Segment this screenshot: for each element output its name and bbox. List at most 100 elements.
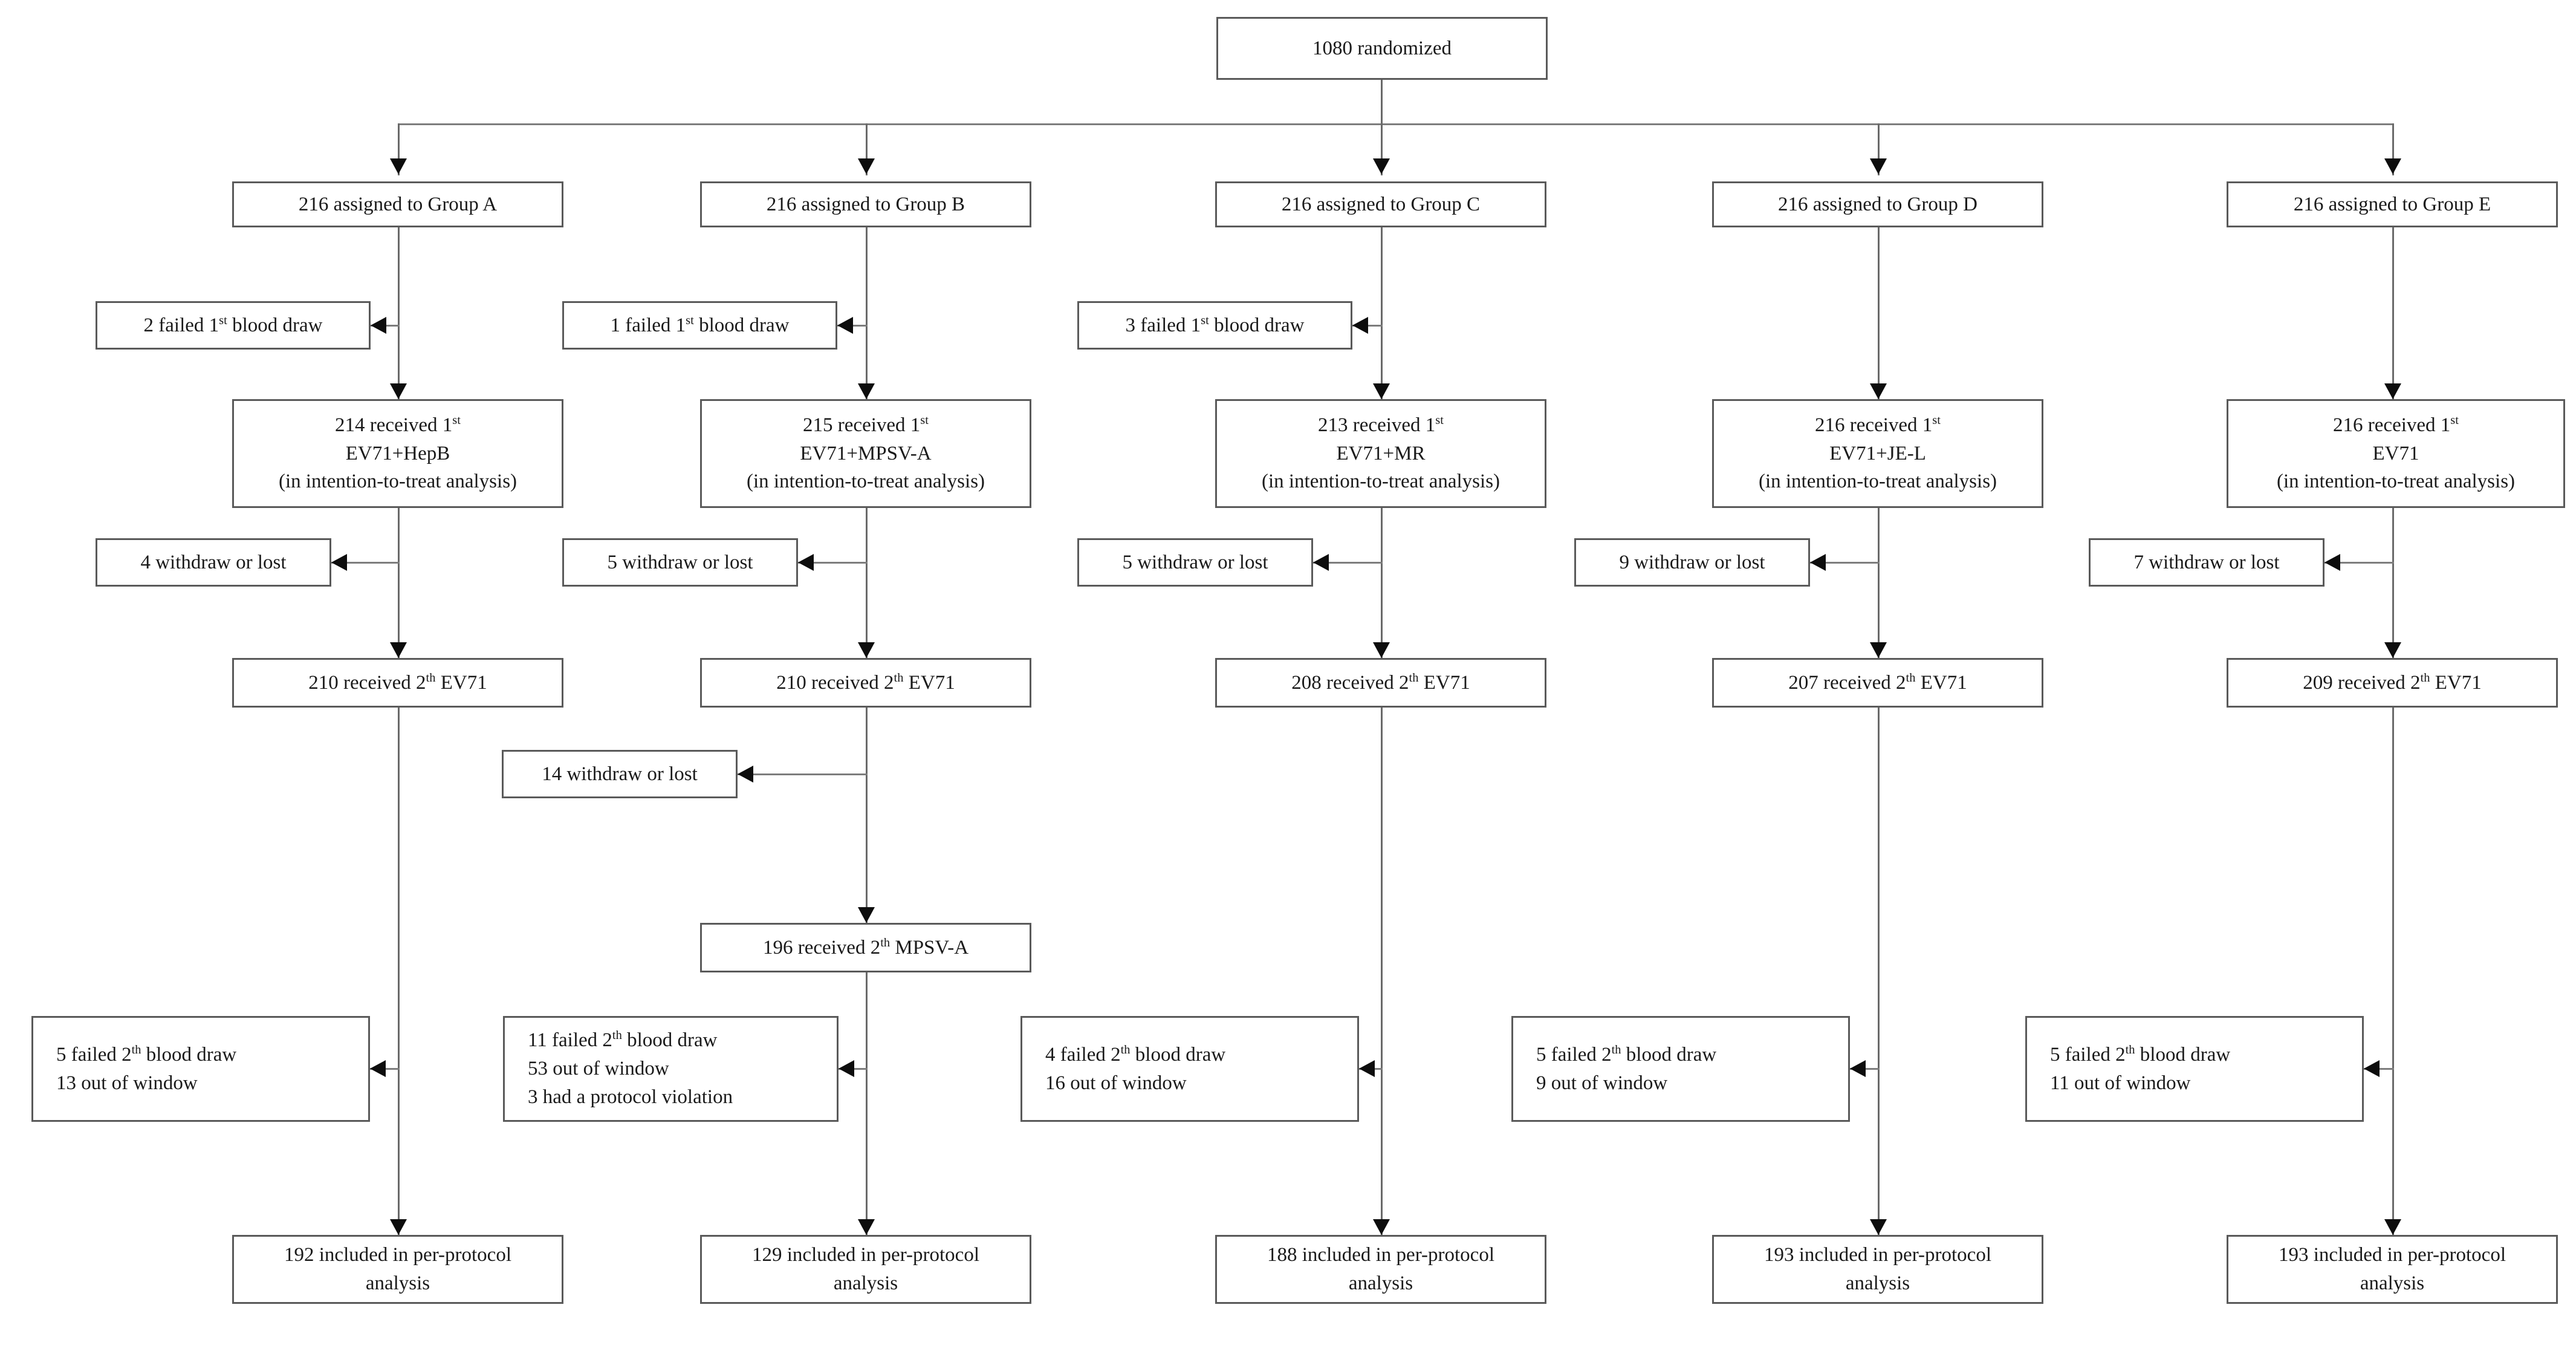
itt-box-A: 214 received 1st EV71+HepB (in intention…	[232, 399, 563, 508]
arrow-to-dose2b-B	[858, 907, 875, 923]
itt-line3-C: (in intention-to-treat analysis)	[1261, 470, 1501, 493]
randomized-box: 1080 randomized	[1216, 17, 1548, 80]
withdraw2-box-B: 14 withdraw or lost	[502, 750, 738, 798]
per-protocol-line1-E: 193 included in per-protocol	[2279, 1244, 2506, 1266]
assigned-box-D: 216 assigned to Group D	[1712, 181, 2043, 227]
itt-box-E: 216 received 1st EV71 (in intention-to-t…	[2227, 399, 2565, 508]
arrow-to-dose2-E	[2384, 642, 2401, 658]
arrow-to-itt-B	[858, 383, 875, 399]
spine-drop-B	[866, 123, 868, 175]
spine-E-1	[2392, 227, 2394, 399]
withdraw-label-D: 9 withdraw or lost	[1619, 551, 1765, 573]
assigned-box-E: 216 assigned to Group E	[2227, 181, 2558, 227]
arrow-to-assigned-B	[858, 158, 875, 174]
itt-line3-A: (in intention-to-treat analysis)	[278, 470, 517, 493]
second-dose-label-B: 210 received 2th EV71	[776, 671, 955, 694]
arrow-exclusions-B	[839, 1060, 854, 1077]
per-protocol-line2-D: analysis	[1845, 1272, 1910, 1294]
assigned-box-B: 216 assigned to Group B	[700, 181, 1031, 227]
second-dose-b-label-B: 196 received 2th MPSV-A	[762, 936, 969, 959]
withdraw-label-A: 4 withdraw or lost	[140, 551, 287, 573]
exclusion-line-C-2: 16 out of window	[1045, 1072, 1187, 1094]
per-protocol-line2-A: analysis	[365, 1272, 430, 1294]
withdraw-box-E: 7 withdraw or lost	[2089, 538, 2325, 587]
itt-box-C: 213 received 1st EV71+MR (in intention-t…	[1215, 399, 1546, 508]
per-protocol-line1-A: 192 included in per-protocol	[284, 1244, 511, 1266]
assigned-label-C: 216 assigned to Group C	[1281, 193, 1481, 215]
arrow-to-dose2-B	[858, 642, 875, 658]
exclusion-line-D-2: 9 out of window	[1536, 1072, 1668, 1094]
withdraw-label-B: 5 withdraw or lost	[607, 551, 753, 573]
withdraw-label-C: 5 withdraw or lost	[1122, 551, 1268, 573]
exclusions-box-D: 5 failed 2th blood draw 9 out of window	[1511, 1016, 1850, 1122]
failed-first-draw-label-A: 2 failed 1st blood draw	[143, 313, 323, 336]
itt-line1-E: 216 received 1st	[2333, 413, 2459, 436]
arrow-to-pp-E	[2384, 1219, 2401, 1235]
failed-first-draw-box-C: 3 failed 1st blood draw	[1077, 301, 1352, 350]
arrow-exclusions-E	[2364, 1060, 2380, 1077]
per-protocol-box-D: 193 included in per-protocol analysis	[1712, 1235, 2043, 1304]
exclusion-line-B-3: 3 had a protocol violation	[528, 1086, 733, 1108]
spine-A-4	[398, 708, 400, 1235]
withdraw-box-A: 4 withdraw or lost	[96, 538, 331, 587]
itt-box-B: 215 received 1st EV71+MPSV-A (in intenti…	[700, 399, 1031, 508]
itt-line3-D: (in intention-to-treat analysis)	[1758, 470, 1997, 493]
itt-line2-A: EV71+HepB	[345, 442, 450, 464]
exclusions-box-E: 5 failed 2th blood draw 11 out of window	[2025, 1016, 2364, 1122]
connector-withdraw2-B	[738, 773, 868, 775]
assigned-label-D: 216 assigned to Group D	[1778, 193, 1977, 215]
arrow-withdraw-E	[2325, 554, 2340, 571]
exclusion-line-E-2: 11 out of window	[2050, 1072, 2191, 1094]
spine-D-1	[1878, 227, 1880, 399]
spine-drop-A	[398, 123, 400, 175]
second-dose-label-D: 207 received 2th EV71	[1788, 671, 1967, 694]
spine-B-1	[866, 227, 868, 399]
arrow-exclusions-C	[1359, 1060, 1375, 1077]
distribution-bar	[398, 123, 2393, 125]
spine-C-1	[1381, 227, 1383, 399]
arrow-to-dose2-D	[1870, 642, 1887, 658]
second-dose-box-B: 210 received 2th EV71	[700, 658, 1031, 708]
failed-first-draw-label-C: 3 failed 1st blood draw	[1125, 313, 1305, 336]
arrow-to-dose2-A	[390, 642, 407, 658]
arrow-to-pp-A	[390, 1219, 407, 1235]
assigned-label-B: 216 assigned to Group B	[766, 193, 965, 215]
connector-withdraw-B	[798, 562, 868, 564]
arrow-withdraw-B	[798, 554, 814, 571]
spine-A-2	[398, 508, 400, 658]
arrow-exclusions-A	[370, 1060, 386, 1077]
itt-line1-C: 213 received 1st	[1318, 413, 1444, 436]
spine-D-4	[1878, 708, 1880, 1235]
randomized-label: 1080 randomized	[1312, 37, 1452, 59]
withdraw-box-C: 5 withdraw or lost	[1077, 538, 1313, 587]
arrow-failed-C	[1352, 317, 1368, 334]
second-dose-label-C: 208 received 2th EV71	[1291, 671, 1470, 694]
spine-B-2	[866, 508, 868, 658]
connector-withdraw-E	[2325, 562, 2394, 564]
failed-first-draw-box-B: 1 failed 1st blood draw	[562, 301, 837, 350]
arrow-to-assigned-C	[1373, 158, 1390, 174]
second-dose-label-A: 210 received 2th EV71	[308, 671, 487, 694]
per-protocol-box-E: 193 included in per-protocol analysis	[2227, 1235, 2558, 1304]
arrow-withdraw-C	[1313, 554, 1329, 571]
exclusions-box-B: 11 failed 2th blood draw 53 out of windo…	[503, 1016, 839, 1122]
spine-drop-D	[1878, 123, 1880, 175]
per-protocol-box-B: 129 included in per-protocol analysis	[700, 1235, 1031, 1304]
itt-line1-B: 215 received 1st	[803, 413, 929, 436]
itt-line2-B: EV71+MPSV-A	[800, 442, 932, 464]
itt-line1-D: 216 received 1st	[1815, 413, 1941, 436]
arrow-failed-A	[371, 317, 386, 334]
per-protocol-line1-D: 193 included in per-protocol	[1764, 1244, 1991, 1266]
arrow-to-pp-C	[1373, 1219, 1390, 1235]
arrow-to-dose2-C	[1373, 642, 1390, 658]
root-stem	[1381, 80, 1383, 124]
connector-withdraw-D	[1810, 562, 1880, 564]
exclusion-line-B-2: 53 out of window	[528, 1058, 669, 1080]
itt-line3-E: (in intention-to-treat analysis)	[2276, 470, 2516, 493]
connector-withdraw-C	[1313, 562, 1383, 564]
failed-first-draw-label-B: 1 failed 1st blood draw	[610, 313, 790, 336]
spine-E-2	[2392, 508, 2394, 658]
connector-withdraw-A	[331, 562, 400, 564]
exclusion-line-A-2: 13 out of window	[56, 1072, 198, 1094]
